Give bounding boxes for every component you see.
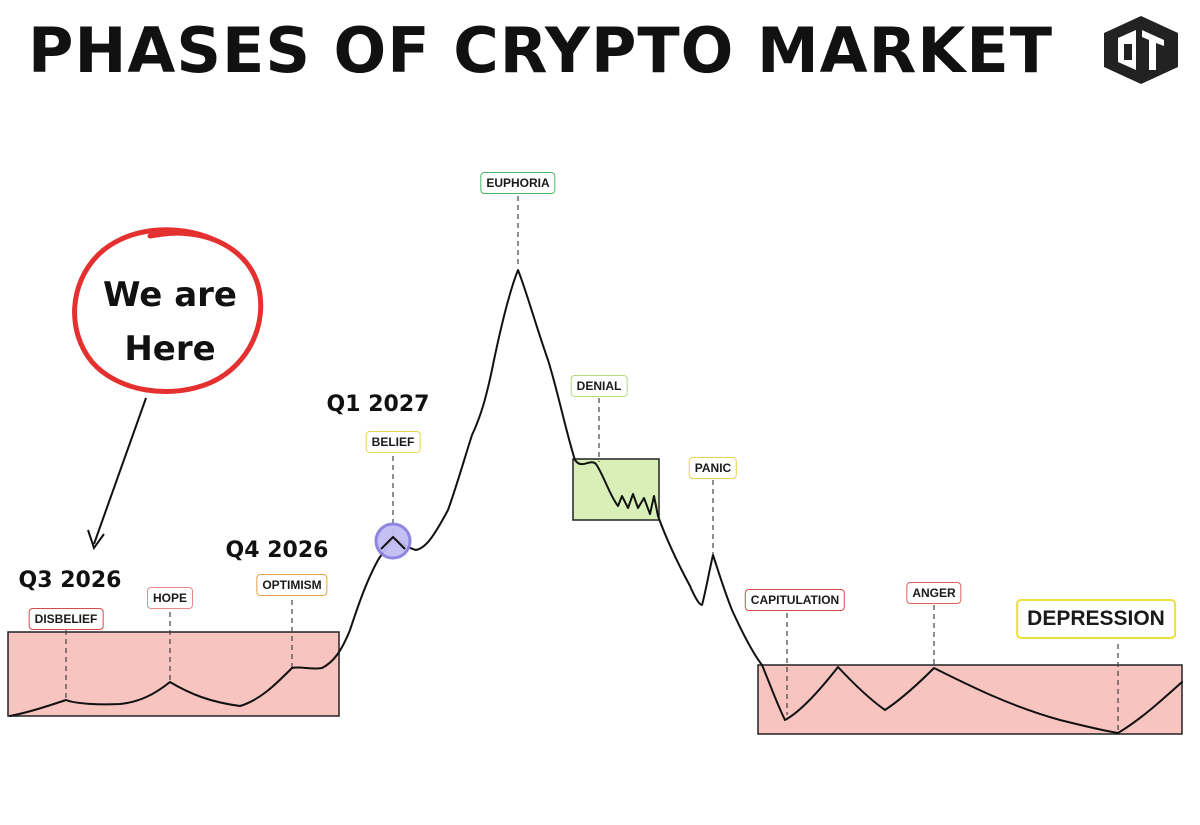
quarter-q1-2027: Q1 2027 — [326, 392, 430, 417]
callout-ring — [72, 227, 264, 394]
callout-line-2: Here — [124, 329, 216, 369]
callout-arrowhead — [87, 529, 105, 551]
phase-tag-belief: BELIEF — [365, 431, 421, 453]
phase-tag-panic: PANIC — [688, 457, 738, 479]
phase-tag-hope: HOPE — [146, 587, 194, 609]
phase-tag-anger: ANGER — [906, 582, 962, 604]
quarter-q3-2026: Q3 2026 — [18, 568, 122, 593]
phase-tag-denial: DENIAL — [570, 375, 628, 397]
we-are-here-callout: We are Here — [80, 268, 260, 376]
depression-zone — [757, 664, 1183, 735]
phase-tag-depression: DEPRESSION — [1016, 599, 1176, 639]
quarter-q4-2026: Q4 2026 — [225, 538, 329, 563]
phase-tag-euphoria: EUPHORIA — [480, 172, 556, 194]
callout-line-1: We are — [103, 275, 237, 315]
belief-marker — [374, 522, 412, 560]
guide-lines — [65, 196, 1119, 732]
denial-zone — [572, 458, 660, 521]
phase-tag-disbelief: DISBELIEF — [28, 608, 104, 630]
phase-tag-optimism: OPTIMISM — [256, 574, 328, 596]
belief-marker-peak — [380, 535, 406, 550]
market-cycle-curve — [9, 269, 1183, 734]
callout-arrow — [93, 397, 147, 545]
phase-tag-capitulation: CAPITULATION — [744, 589, 846, 611]
accumulation-zone — [7, 631, 340, 717]
page-title: PHASES OF CRYPTO MARKET — [28, 14, 1054, 87]
hexagon-logo-icon — [1104, 16, 1178, 84]
